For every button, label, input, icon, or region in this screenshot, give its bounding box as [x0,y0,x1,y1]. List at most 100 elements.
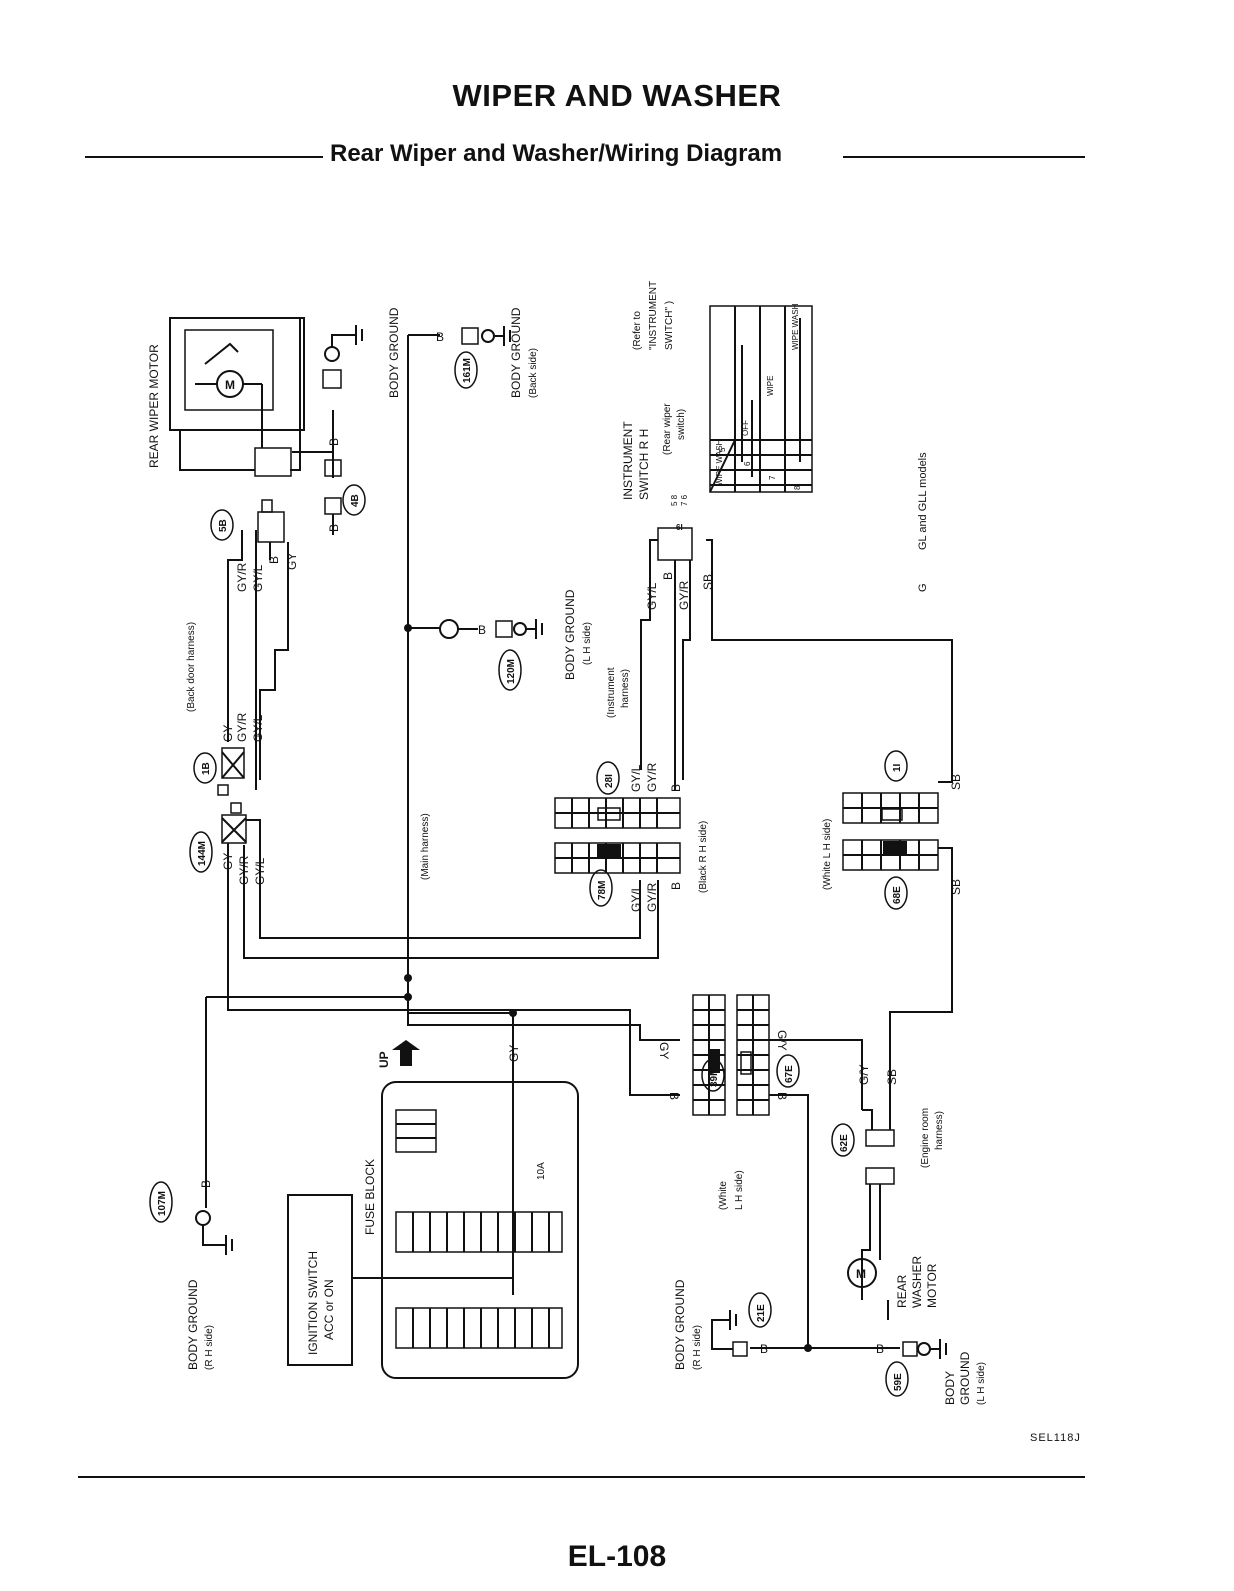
connector-120m: 120M [506,659,517,684]
svg-text:M: M [225,378,235,392]
body-ground-back-label: BODY GROUND [509,307,523,398]
svg-text:ACC or ON: ACC or ON [322,1279,336,1340]
models-note: GL and GLL models [917,452,929,550]
white-lh-label-bottom: (White [718,1181,729,1210]
svg-text:B: B [667,1092,681,1100]
svg-text:B: B [760,1342,768,1356]
svg-text:B: B [478,623,486,637]
models-symbol: G [917,583,929,592]
connector-62e: 62E [839,1134,850,1152]
svg-text:(L H side): (L H side) [976,1362,987,1405]
svg-text:GY/R: GY/R [235,712,249,742]
svg-text:GY/L: GY/L [251,564,265,592]
svg-text:(Refer to: (Refer to [632,311,643,350]
switch-col-wipe-wash-2: WIPE WASH [791,303,800,350]
svg-text:GY/L: GY/L [629,884,643,912]
svg-text:MOTOR: MOTOR [925,1263,939,1308]
subtitle-rule-right [843,156,1085,158]
wiper-motor-connector [254,447,292,477]
washer-motor-symbol [847,1258,877,1288]
page-subtitle: Rear Wiper and Washer/Wiring Diagram [330,140,783,167]
switch-col-off: OFF [741,420,750,436]
svg-text:G/Y: G/Y [775,1030,789,1051]
svg-text:SB: SB [949,774,963,790]
instrument-harness-label: (Instrument [606,667,617,718]
connector-1b: 1B [201,762,212,775]
switch-row-8: 8 [793,485,802,490]
back-door-harness-label: (Back door harness) [186,622,197,712]
connector-4b: 4B [350,494,361,507]
svg-text:GY/R: GY/R [237,855,251,885]
svg-text:GY: GY [221,853,235,870]
main-harness-label: (Main harness) [420,813,431,880]
svg-text:B: B [661,572,675,580]
svg-text:GY/R: GY/R [235,562,249,592]
connector-144m: 144M [197,841,208,866]
svg-text:GY: GY [285,553,299,570]
ignition-switch-label: IGNITION SWITCH [306,1251,320,1355]
fuse-block-label: FUSE BLOCK [363,1159,377,1235]
svg-text:SB: SB [701,574,715,590]
svg-text:GY: GY [657,1042,671,1059]
svg-text:harness): harness) [934,1111,945,1150]
svg-text:GY/L: GY/L [253,857,267,885]
ignition-switch-box [287,1194,353,1366]
connector-78m: 78M [597,881,608,900]
svg-text:GY/R: GY/R [645,762,659,792]
body-ground-59e-label: BODY [943,1371,957,1405]
connector-67e: 67E [784,1065,795,1083]
fuse-block-outline [381,1081,579,1379]
connector-59e: 59E [893,1373,904,1391]
connector-39m: 39M [709,1068,720,1087]
connector-5b: 5B [218,519,229,532]
svg-text:GY/R: GY/R [677,580,691,610]
svg-text:B: B [669,882,683,890]
body-ground-rh-label: BODY GROUND [186,1279,200,1370]
svg-text:(L H side): (L H side) [582,622,593,665]
connector-107m: 107M [157,1191,168,1216]
svg-text:SB: SB [949,879,963,895]
up-label: UP [377,1051,391,1068]
footer-rule [78,1476,1085,1478]
svg-text:L H side): L H side) [734,1170,745,1210]
switch-row-7: 7 [768,475,777,480]
svg-text:G/Y: G/Y [857,1064,871,1085]
wiring-diagram: REAR WIPER MOTOR BODY GROUND BODY GROUND… [147,281,987,1405]
rear-wiper-motor-box [169,317,305,431]
svg-text:GY/L: GY/L [251,714,265,742]
switch-row-6: 6 [743,461,752,466]
svg-text:GY: GY [221,725,235,742]
svg-text:GY: GY [507,1045,521,1062]
black-rh-label: (Black R H side) [698,821,709,893]
figure-code: SEL118J [1030,1432,1081,1444]
svg-text:B: B [436,330,444,344]
svg-text:GY/L: GY/L [645,582,659,610]
body-ground-21e-label: BODY GROUND [673,1279,687,1370]
svg-text:(Back side): (Back side) [528,348,539,398]
svg-text:"INSTRUMENT: "INSTRUMENT [648,281,659,350]
connector-68e: 68E [892,886,903,904]
svg-text:(R H side): (R H side) [204,1325,215,1370]
svg-text:SWITCH R H: SWITCH R H [637,429,651,500]
svg-text:GROUND: GROUND [958,1351,972,1405]
svg-text:WASHER: WASHER [910,1255,924,1308]
svg-text:B: B [669,784,683,792]
fuse-rating: 10A [536,1162,547,1180]
switch-col-wipe: WIPE [766,376,775,396]
switch-col-wipe-wash-1: WIPE WASH [715,439,724,486]
svg-text:(R H side): (R H side) [692,1325,703,1370]
rear-wiper-motor-label: REAR WIPER MOTOR [147,344,161,468]
svg-text:B: B [876,1342,884,1356]
svg-text:B: B [267,556,281,564]
connector-21e: 21E [756,1304,767,1322]
page-number: EL-108 [567,1540,667,1573]
page-title: WIPER AND WASHER [452,78,782,113]
body-ground-lh-label: BODY GROUND [563,589,577,680]
svg-text:B: B [775,1092,789,1100]
svg-text:switch): switch) [676,409,687,440]
connector-161m: 161M [462,358,473,383]
svg-text:harness): harness) [620,669,631,708]
svg-text:B: B [327,438,341,446]
connector-6i: 6I [676,523,683,532]
switch-pins-b: 7 6 [680,494,689,506]
